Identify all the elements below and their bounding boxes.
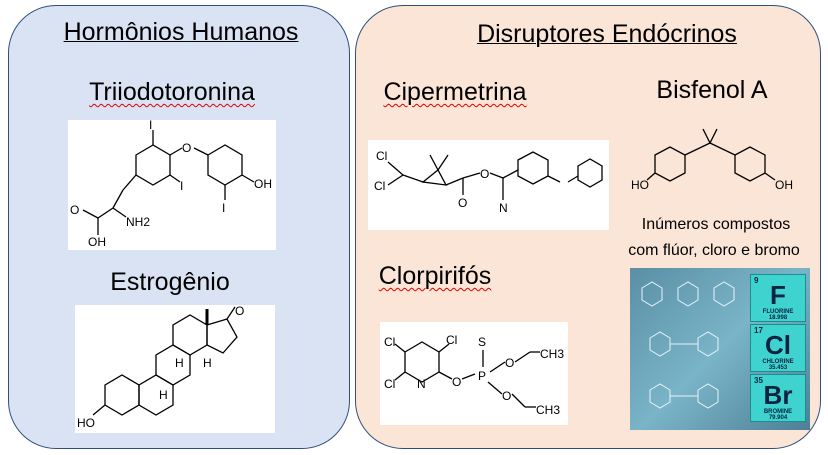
atom-label: O bbox=[458, 196, 467, 210]
atom-label: HO bbox=[631, 178, 649, 192]
atom-label: O bbox=[502, 389, 511, 403]
atom-label: H bbox=[175, 356, 184, 370]
cypermethrin-label: Cipermetrina bbox=[383, 78, 527, 106]
bisphenol-a-structure: HO OH bbox=[625, 125, 805, 203]
atom-label: CH3 bbox=[536, 403, 560, 417]
atom-label: I bbox=[222, 201, 225, 215]
halogenated-structures-drawing bbox=[641, 281, 735, 409]
atom-label: OH bbox=[254, 177, 272, 191]
atom-label: P bbox=[478, 369, 486, 383]
atom-label: Cl bbox=[446, 333, 457, 347]
atom-label: Cl bbox=[384, 377, 395, 391]
halogen-note-line1: Inúmeros compostos bbox=[641, 216, 791, 233]
triiodothyronine-label: Triiodotoronina bbox=[89, 78, 255, 106]
atom-label: O bbox=[70, 203, 79, 217]
atom-label: O bbox=[452, 375, 461, 389]
atom-label: NH2 bbox=[126, 215, 150, 229]
chlorpyrifos-structure: Cl Cl Cl N O P S O CH3 O CH3 bbox=[380, 322, 568, 425]
atom-label: O bbox=[480, 167, 489, 181]
chlorpyrifos-label: Clorpirifós bbox=[378, 262, 492, 290]
human-hormones-title: Hormônios Humanos bbox=[63, 18, 299, 46]
estrogen-label: Estrogênio bbox=[110, 268, 230, 296]
atom-label: O bbox=[182, 141, 191, 155]
atom-label: Cl bbox=[384, 335, 395, 349]
estrogen-structure: O H H H HO bbox=[75, 304, 275, 433]
cypermethrin-structure: Cl Cl O O N bbox=[368, 140, 609, 230]
atom-label: O bbox=[505, 356, 514, 370]
triiodothyronine-structure: I O I OH I O NH2 OH bbox=[68, 118, 276, 250]
atom-label: I bbox=[149, 120, 152, 132]
bisphenol-a-label: Bisfenol A bbox=[656, 76, 768, 104]
atom-label: N bbox=[499, 201, 508, 215]
atom-label: HO bbox=[77, 416, 95, 430]
atom-label: Cl bbox=[376, 149, 387, 163]
atom-label: H bbox=[159, 388, 168, 402]
halogen-note-line2: com flúor, cloro e bromo bbox=[628, 242, 800, 259]
atom-label: OH bbox=[88, 235, 106, 249]
atom-label: H bbox=[203, 356, 212, 370]
atom-label: I bbox=[180, 179, 183, 193]
atom-label: N bbox=[417, 377, 426, 391]
atom-label: OH bbox=[775, 178, 793, 192]
atom-label: Cl bbox=[374, 179, 385, 193]
atom-label: O bbox=[235, 305, 244, 318]
atom-label: CH3 bbox=[540, 347, 564, 361]
atom-label: S bbox=[478, 335, 486, 349]
endocrine-disruptors-title: Disruptores Endócrinos bbox=[477, 20, 737, 48]
